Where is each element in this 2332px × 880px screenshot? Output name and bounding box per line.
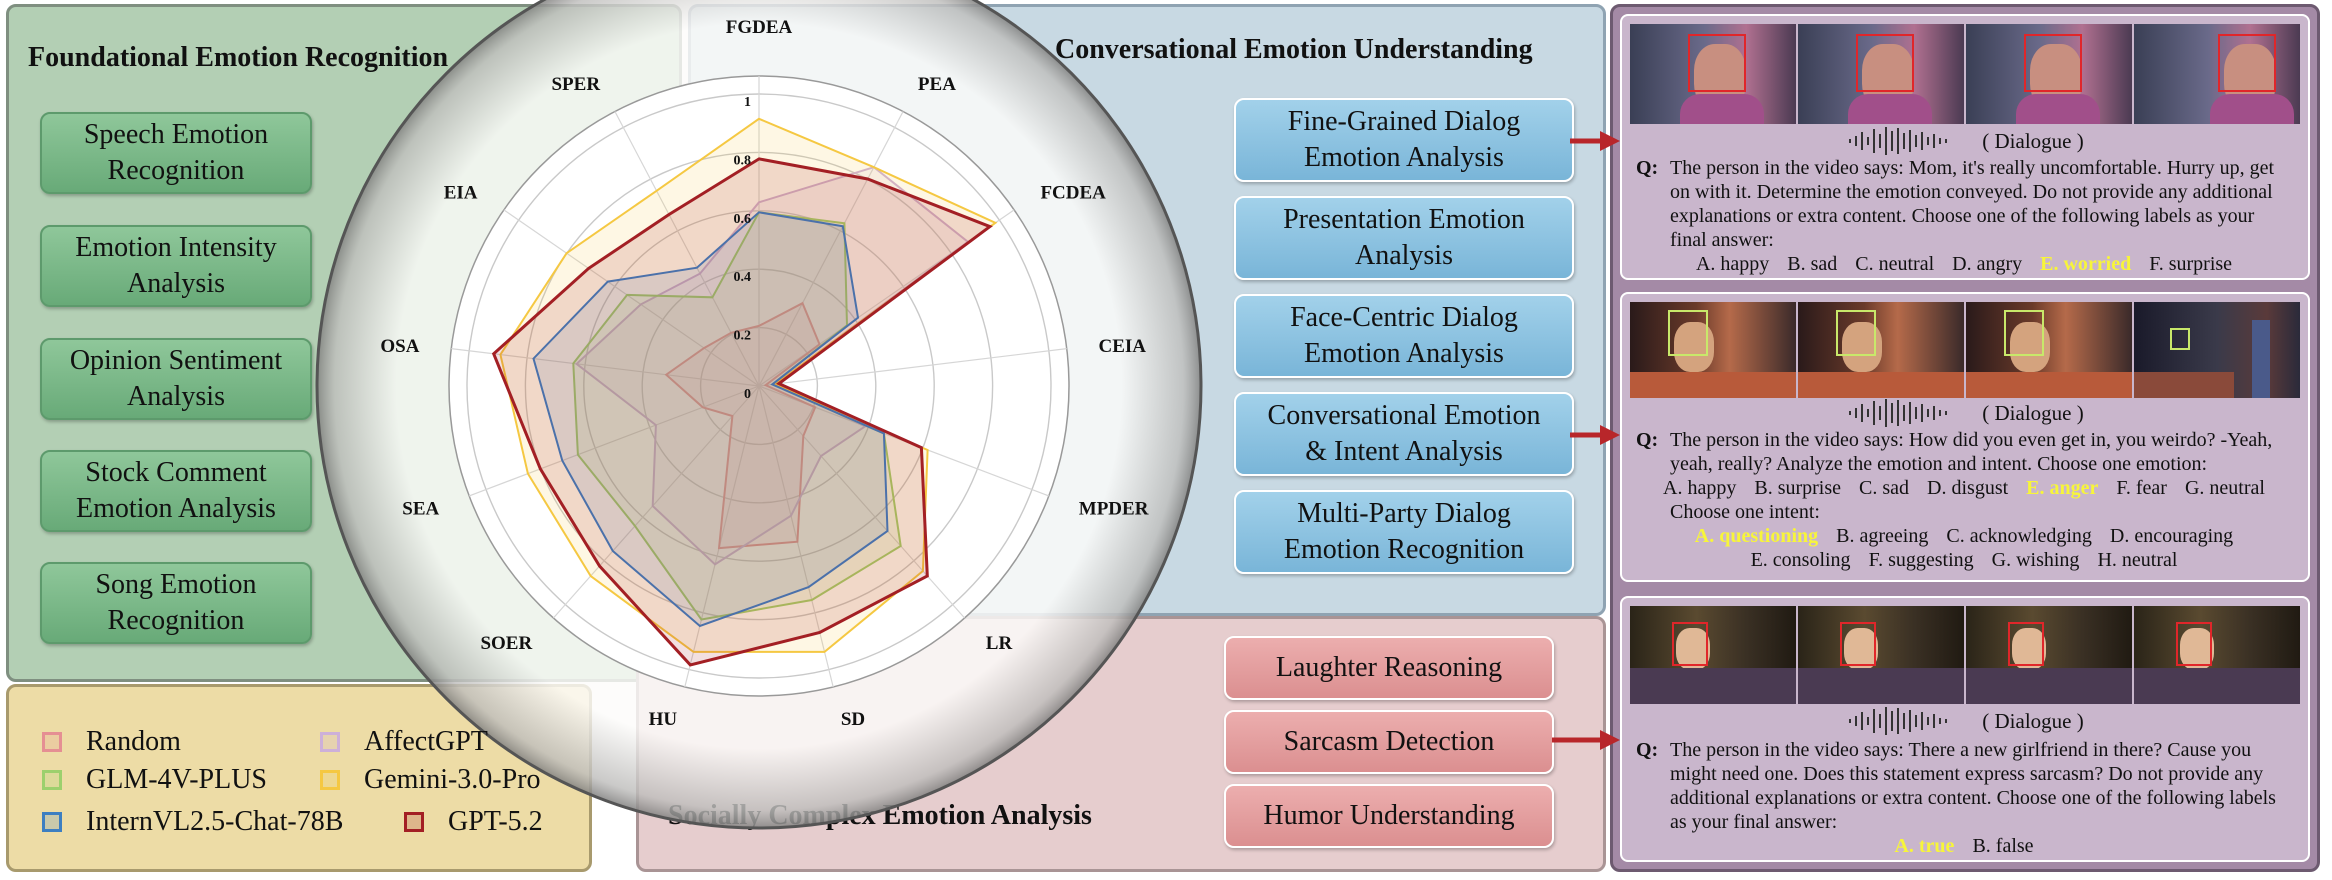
legend-item-random: Random [42, 726, 181, 758]
answer-option: F. surprise [2149, 253, 2233, 275]
emotion-options: A. happy B. surprise C. sad D. disgust E. an… [1636, 476, 2292, 500]
legend-swatch [42, 732, 62, 752]
example-card-3: ( Dialogue ) Q: The person in the video … [1620, 596, 2310, 862]
question-label: Q: [1636, 157, 1659, 179]
video-frame [1630, 302, 1796, 398]
example-card-1: ( Dialogue ) Q: The person in the video … [1620, 14, 2310, 280]
legend-item-glm-4v-plus: GLM-4V-PLUS [42, 764, 267, 796]
answer-option: C. neutral [1855, 253, 1935, 275]
answer-option: B. agreeing [1836, 525, 1929, 547]
audio-waveform-icon [1849, 707, 1948, 735]
task-conversational-emotion-intent-analysis: Conversational Emotion& Intent Analysis [1234, 392, 1574, 476]
answer-option: B. sad [1787, 253, 1838, 275]
audio-waveform-icon [1849, 399, 1948, 427]
question-block: Q: The person in the video says: Mom, it… [1636, 156, 2292, 276]
answer-option: C. acknowledging [1946, 525, 2092, 547]
answer-option: A. happy [1663, 477, 1737, 499]
conversational-title: Conversational Emotion Understanding [1055, 34, 1533, 65]
answer-option: C. sad [1859, 477, 1910, 499]
answer-option: A. happy [1695, 253, 1770, 275]
question-text: The person in the video says: How did yo… [1670, 429, 2273, 475]
video-frame [2134, 24, 2300, 124]
answer-option: B. surprise [1754, 477, 1842, 499]
legend-item-gpt-5-2: GPT-5.2 [404, 806, 543, 838]
intent-options-row1: A. questioning B. agreeing C. acknowledgin… [1636, 524, 2292, 548]
task-sarcasm-detection: Sarcasm Detection [1224, 710, 1554, 774]
arrow-to-example-2 [1570, 425, 1620, 445]
legend-item-internvl: InternVL2.5-Chat-78B [42, 806, 343, 838]
question-label: Q: [1636, 739, 1659, 761]
question-text: The person in the video says: There a ne… [1670, 739, 2276, 833]
answer-option: B. false [1972, 835, 2034, 857]
video-frame [1630, 24, 1796, 124]
foundational-title: Foundational Emotion Recognition [28, 42, 449, 73]
dialogue-label: ( Dialogue ) [1982, 708, 2084, 733]
answer-option: F. suggesting [1868, 549, 1974, 571]
video-frames [1630, 606, 2300, 704]
correct-answer: A. true [1894, 835, 1955, 857]
dialogue-row: ( Dialogue ) [1622, 398, 2308, 428]
video-frame [1798, 24, 1964, 124]
legend-swatch [42, 812, 62, 832]
dialogue-label: ( Dialogue ) [1982, 400, 2084, 425]
video-frame [1798, 302, 1964, 398]
video-frame [1966, 24, 2132, 124]
answer-option: D. disgust [1927, 477, 2009, 499]
legend-swatch [320, 770, 340, 790]
answer-option: G. wishing [1991, 549, 2080, 571]
video-frames [1630, 302, 2300, 398]
correct-answer: A. questioning [1694, 525, 1819, 547]
question-label: Q: [1636, 429, 1659, 451]
dialogue-row: ( Dialogue ) [1622, 706, 2308, 736]
legend-swatch [404, 812, 424, 832]
question-text: The person in the video says: Mom, it's … [1670, 157, 2275, 251]
video-frames [1630, 24, 2300, 124]
dialogue-label: ( Dialogue ) [1982, 128, 2084, 153]
answer-option: H. neutral [2097, 549, 2178, 571]
video-frame [1798, 606, 1964, 704]
answer-option: D. angry [1952, 253, 2023, 275]
answer-option: G. neutral [2184, 477, 2265, 499]
legend-item-gemini-3-pro: Gemini-3.0-Pro [320, 764, 541, 796]
legend-item-affectgpt: AffectGPT [320, 726, 488, 758]
example-card-2: ( Dialogue ) Q: The person in the video … [1620, 292, 2310, 582]
social-title: Socially Complex Emotion Analysis [668, 800, 1092, 831]
arrow-to-example-1 [1570, 131, 1620, 151]
answer-option: F. fear [2116, 477, 2167, 499]
correct-answer: E. worried [2040, 253, 2132, 275]
video-frame [1966, 606, 2132, 704]
answer-options: A. true B. false [1636, 834, 2292, 858]
video-frame [1966, 302, 2132, 398]
intent-options-row2: E. consoling F. suggesting G. wishing H. ne… [1636, 548, 2292, 572]
video-frame [1630, 606, 1796, 704]
arrow-to-example-3 [1552, 730, 1620, 750]
question-block: Q: The person in the video says: There a… [1636, 738, 2292, 858]
answer-option: E. consoling [1750, 549, 1851, 571]
video-frame [2134, 606, 2300, 704]
task-laughter-reasoning: Laughter Reasoning [1224, 636, 1554, 700]
task-humor-understanding: Humor Understanding [1224, 784, 1554, 848]
legend-swatch [42, 770, 62, 790]
audio-waveform-icon [1849, 127, 1948, 155]
dialogue-row: ( Dialogue ) [1622, 126, 2308, 156]
correct-answer: E. anger [2026, 477, 2099, 499]
question-block: Q: The person in the video says: How did… [1636, 428, 2292, 572]
video-frame [2134, 302, 2300, 398]
answer-options: A. happy B. sad C. neutral D. angry E. worri… [1636, 252, 2292, 276]
answer-option: D. encouraging [2109, 525, 2234, 547]
intent-prompt: Choose one intent: [1670, 501, 1820, 523]
legend-swatch [320, 732, 340, 752]
